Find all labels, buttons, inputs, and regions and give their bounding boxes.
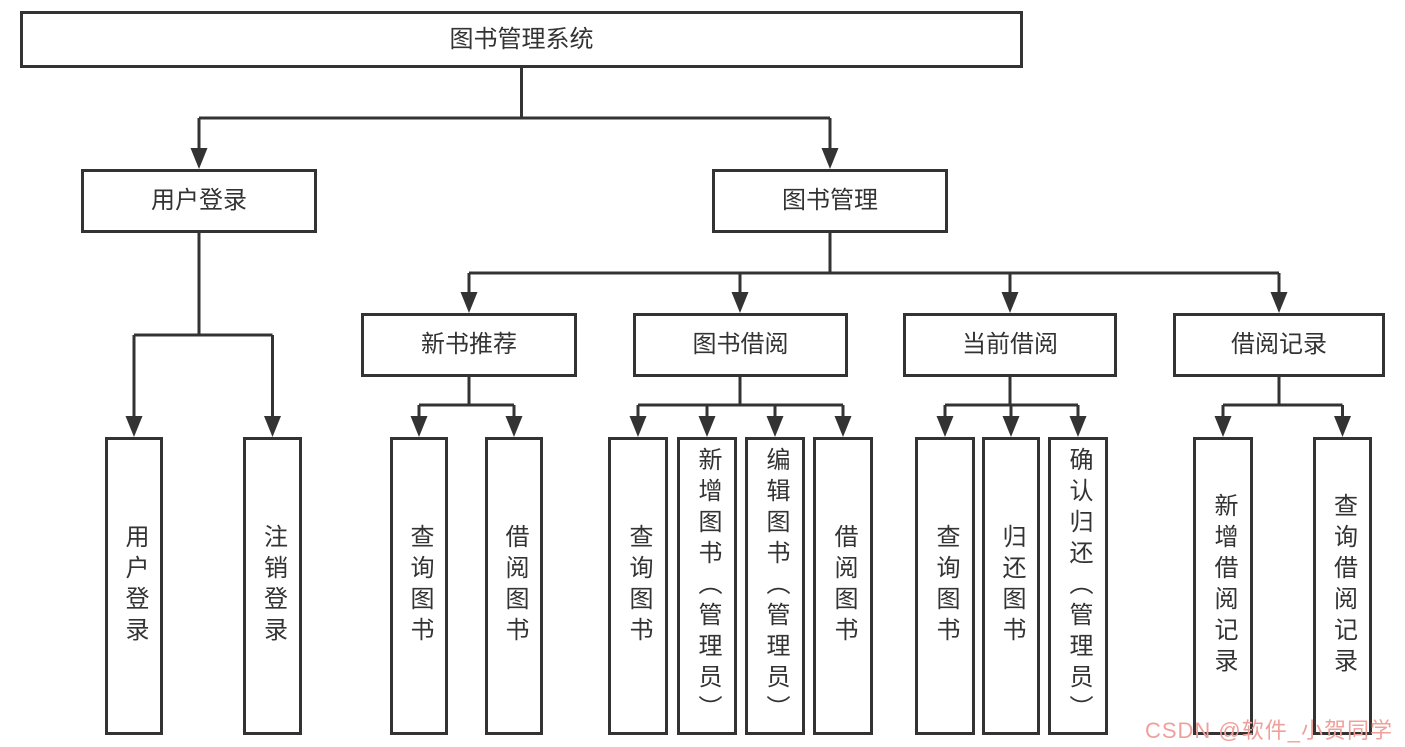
node-label: 用户登录 xyxy=(121,524,148,648)
node-borrowing-records: 借阅记录 xyxy=(1173,313,1385,377)
leaf-user-login: 用户登录 xyxy=(105,437,163,735)
node-label: 图书借阅 xyxy=(692,331,789,358)
leaf-query-borrowing-record: 查询借阅记录 xyxy=(1313,437,1372,735)
node-label: 归还图书 xyxy=(998,524,1025,648)
node-user-login-branch: 用户登录 xyxy=(81,169,317,233)
node-label: 查询图书 xyxy=(932,524,959,648)
node-label: 用户登录 xyxy=(151,187,247,214)
node-label: 借阅图书 xyxy=(501,524,528,648)
node-label: 图书管理系统 xyxy=(449,25,594,53)
node-label: 查询借阅记录 xyxy=(1329,493,1357,679)
node-label: 借阅图书 xyxy=(830,524,857,648)
leaf-borrow-books-recommendation: 借阅图书 xyxy=(485,437,543,735)
leaf-query-books-current: 查询图书 xyxy=(915,437,975,735)
node-label: 新增借阅记录 xyxy=(1210,493,1237,679)
arrowheads xyxy=(125,148,1351,437)
node-book-management-branch: 图书管理 xyxy=(712,169,948,233)
node-label: 图书管理 xyxy=(782,187,878,214)
leaf-query-books-recommendation: 查询图书 xyxy=(390,437,448,735)
node-label: 编辑图书（管理员） xyxy=(762,446,789,726)
leaf-return-books: 归还图书 xyxy=(982,437,1040,735)
leaf-query-books-borrowing: 查询图书 xyxy=(608,437,668,735)
node-label: 查询图书 xyxy=(406,524,433,648)
node-label: 借阅记录 xyxy=(1231,331,1327,358)
leaf-logout: 注销登录 xyxy=(243,437,302,735)
node-label: 新增图书（管理员） xyxy=(694,446,721,726)
edge-paths xyxy=(132,68,1344,418)
node-label: 查询图书 xyxy=(625,524,652,648)
node-label: 注销登录 xyxy=(259,524,287,648)
node-new-book-recommendation: 新书推荐 xyxy=(361,313,577,377)
node-label: 当前借阅 xyxy=(962,331,1058,358)
node-label: 新书推荐 xyxy=(421,331,517,358)
node-root-library-management-system: 图书管理系统 xyxy=(20,11,1023,68)
leaf-edit-books-admin: 编辑图书（管理员） xyxy=(745,437,805,735)
node-current-borrowing: 当前借阅 xyxy=(903,313,1117,377)
leaf-confirm-return-admin: 确认归还（管理员） xyxy=(1048,437,1108,735)
leaf-add-books-admin: 新增图书（管理员） xyxy=(677,437,737,735)
node-book-borrowing: 图书借阅 xyxy=(633,313,848,377)
leaf-add-borrowing-record: 新增借阅记录 xyxy=(1193,437,1253,735)
node-label: 确认归还（管理员） xyxy=(1065,446,1092,726)
leaf-borrow-books: 借阅图书 xyxy=(813,437,873,735)
